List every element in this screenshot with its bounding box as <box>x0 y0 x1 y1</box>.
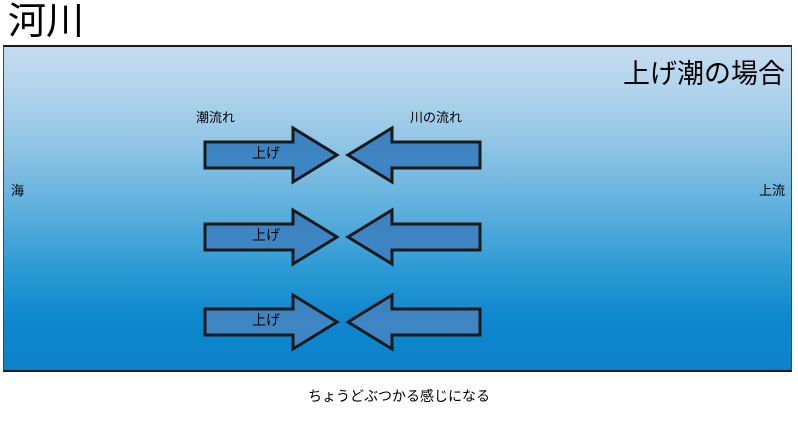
river-arrow-left-icon <box>344 207 484 267</box>
river-arrow-left-icon <box>344 125 484 185</box>
tide-arrow-right-icon: 上げ <box>201 207 341 267</box>
panel-heading: 上げ潮の場合 <box>623 59 785 89</box>
label-upstream: 上流 <box>758 183 785 198</box>
arrow-row: 上げ <box>4 207 791 267</box>
river-diagram-panel: 上げ潮の場合 海 上流 潮流れ 川の流れ 上げ <box>3 45 792 372</box>
arrow-row: 上げ <box>4 292 791 352</box>
label-tide-flow: 潮流れ <box>196 110 236 125</box>
label-river-flow: 川の流れ <box>410 110 463 125</box>
label-sea: 海 <box>11 183 25 198</box>
tide-arrow-right-icon: 上げ <box>201 125 341 185</box>
arrow-row: 上げ <box>4 125 791 185</box>
tide-arrow-right-icon: 上げ <box>201 292 341 352</box>
page-title: 河川 <box>8 1 85 43</box>
bottom-note: ちょうどぶつかる感じになる <box>308 388 490 404</box>
river-arrow-left-icon <box>344 292 484 352</box>
